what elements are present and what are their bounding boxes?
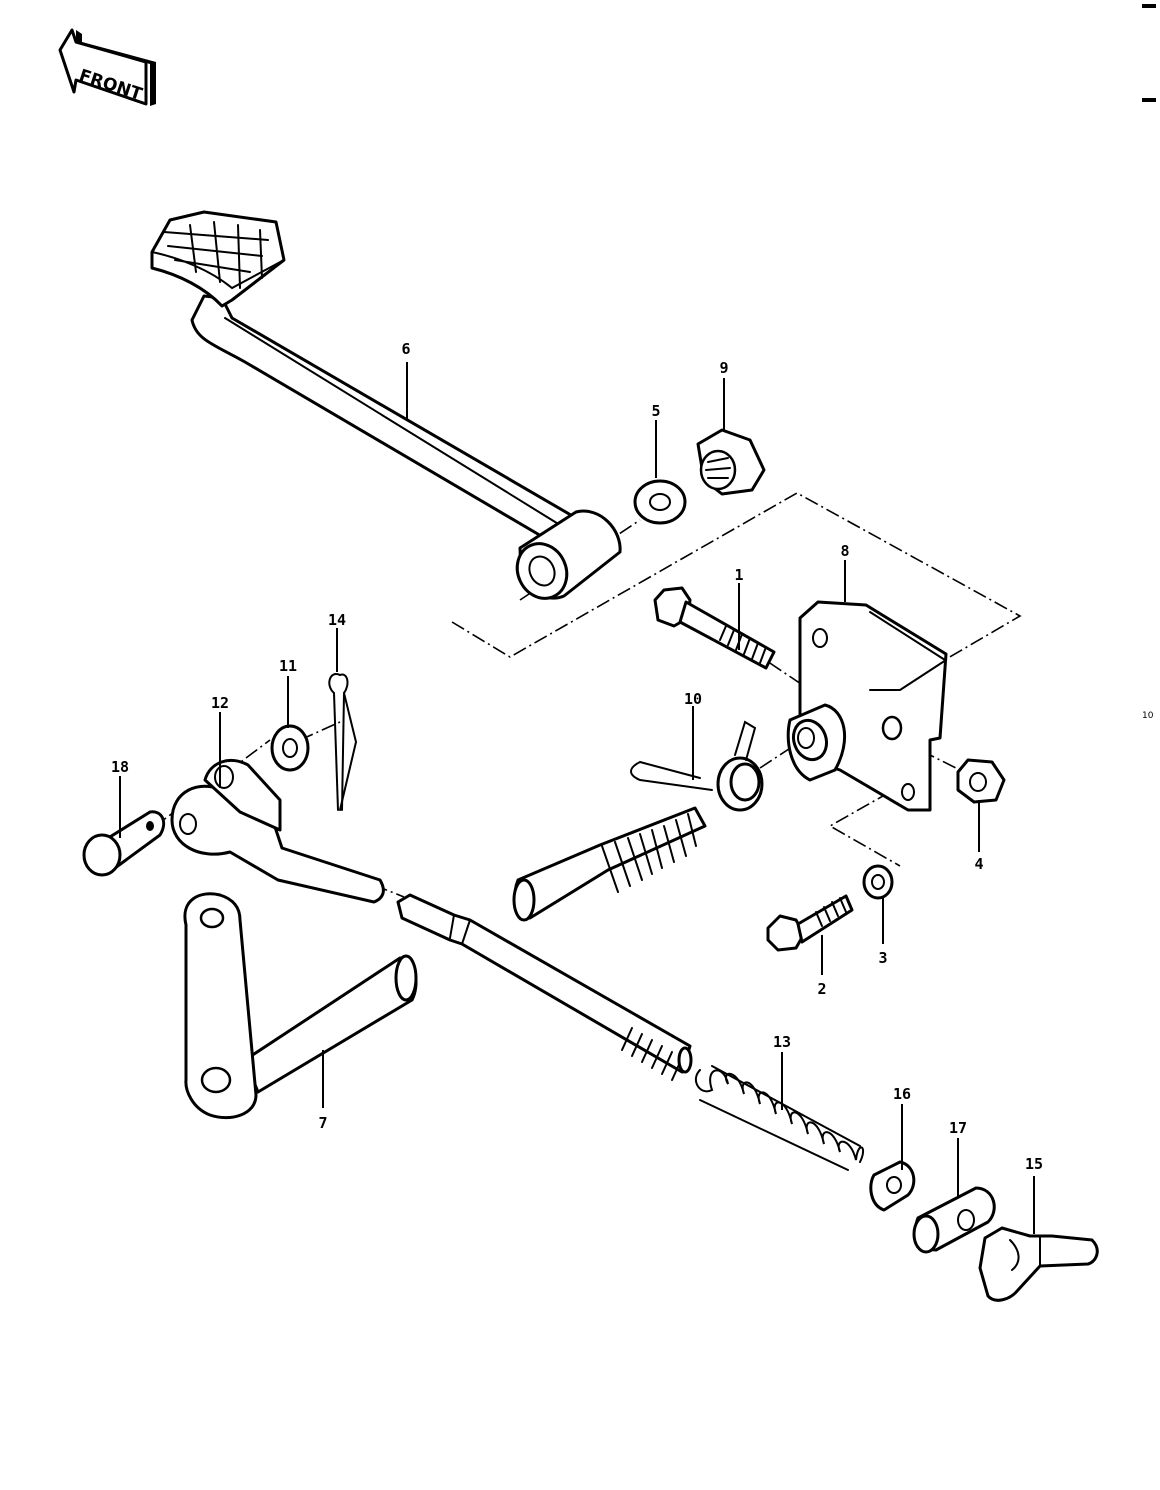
edge-mark-top <box>1142 4 1156 8</box>
callout-labels: 6 9 5 8 1 14 11 10 12 18 4 3 2 13 16 7 1… <box>111 340 1043 1173</box>
lock-washer-3 <box>862 864 894 900</box>
brake-pedal <box>150 210 622 600</box>
cap-nut-9 <box>696 428 766 496</box>
callout-2: 2 <box>817 980 826 998</box>
callout-13: 13 <box>773 1033 791 1051</box>
clevis-12 <box>170 759 385 904</box>
clevis-pin-18 <box>82 810 166 877</box>
brake-lever-7 <box>183 892 418 1120</box>
side-page-mark: 10 <box>1142 711 1154 721</box>
callout-10: 10 <box>684 690 702 708</box>
washer-11 <box>270 724 310 772</box>
brake-shaft <box>512 806 707 922</box>
washer-5 <box>633 479 687 525</box>
brake-rod <box>396 893 693 1081</box>
trunnion-17 <box>912 1186 996 1254</box>
bolt-2 <box>766 894 854 952</box>
callout-15: 15 <box>1025 1155 1043 1173</box>
callout-4: 4 <box>974 855 983 873</box>
edge-mark-upper <box>1142 98 1156 102</box>
washer-16 <box>869 1160 916 1212</box>
bracket-8 <box>786 600 948 812</box>
callout-5: 5 <box>651 402 660 420</box>
bolt-1 <box>653 586 776 670</box>
callout-16: 16 <box>893 1085 911 1103</box>
callout-17: 17 <box>949 1119 967 1137</box>
nut-4 <box>956 758 1006 804</box>
callout-9: 9 <box>719 359 728 377</box>
wing-nut-15 <box>978 1226 1099 1302</box>
callout-6: 6 <box>401 340 410 358</box>
callout-1: 1 <box>734 566 743 584</box>
callout-12: 12 <box>211 694 229 712</box>
spring-10 <box>630 720 764 812</box>
callout-7: 7 <box>318 1114 327 1132</box>
leader-lines <box>119 362 1035 1234</box>
callout-3: 3 <box>878 949 887 967</box>
callout-18: 18 <box>111 758 129 776</box>
front-arrow: FRONT <box>58 28 156 106</box>
spring-13 <box>694 1065 865 1171</box>
cotter-pin-14 <box>328 673 358 811</box>
callout-14: 14 <box>328 611 346 629</box>
callout-8: 8 <box>840 542 849 560</box>
callout-11: 11 <box>279 657 297 675</box>
